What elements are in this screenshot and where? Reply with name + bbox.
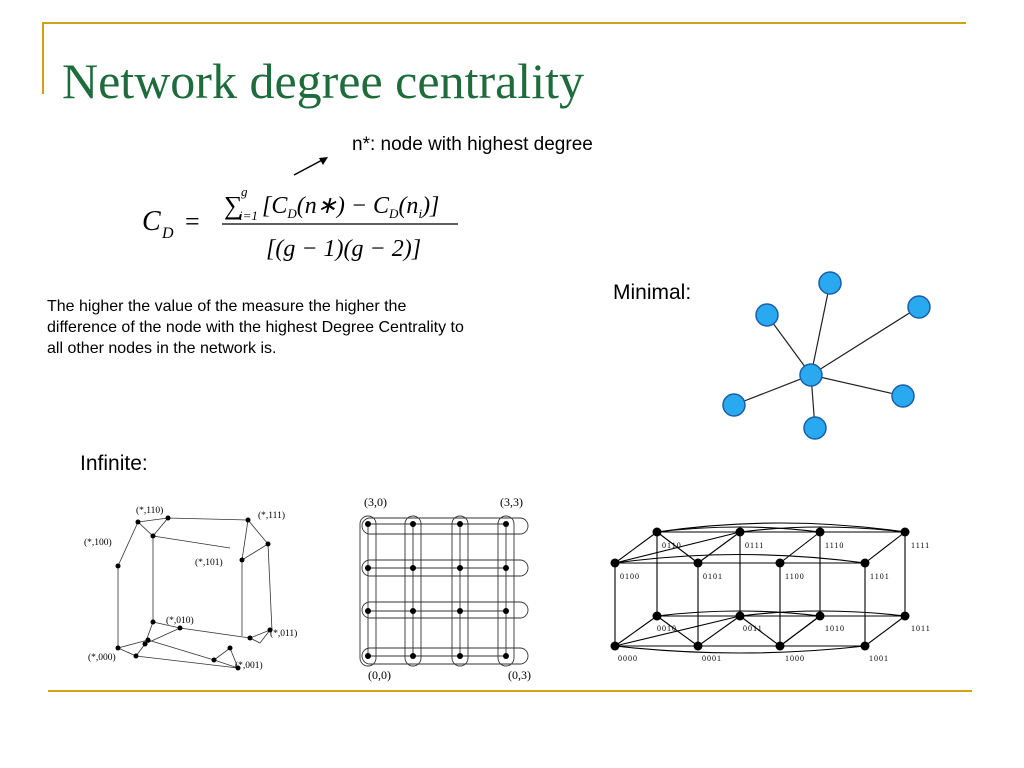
arrow-icon <box>293 157 328 176</box>
svg-text:=: = <box>185 207 200 236</box>
infinite-label: Infinite: <box>80 452 148 475</box>
star-node <box>722 393 746 417</box>
formula-numerator: ∑ <box>224 191 243 220</box>
hyper-label: 1000 <box>785 654 805 663</box>
degree-centrality-formula: C D = ∑ g i=1 [CD(n∗) − CD(ni)] [(g − 1)… <box>142 184 458 262</box>
slide-title: Network degree centrality <box>62 53 584 109</box>
hyper-label: 0000 <box>618 654 638 663</box>
star-network-diagram <box>722 271 931 440</box>
svg-text:[CD(n∗) − CD(ni)]: [CD(n∗) − CD(ni)] <box>262 193 439 221</box>
accent-vertical-rule <box>42 22 44 94</box>
hyper-label: 1101 <box>870 572 890 581</box>
annotation-text: n*: node with highest degree <box>352 134 593 155</box>
grid-label: (3,0) <box>364 495 387 509</box>
hyper-label: 1110 <box>825 541 844 550</box>
cube-label: (*,001) <box>235 660 263 671</box>
formula-sum-upper: g <box>241 184 248 199</box>
grid-label: (0,0) <box>368 668 391 682</box>
grid-label: (3,3) <box>500 495 523 509</box>
star-node <box>891 384 915 408</box>
cube-label: (*,110) <box>136 505 163 516</box>
cube-label: (*,010) <box>166 615 194 626</box>
hyper-label: 0111 <box>745 541 764 550</box>
hyper-label: 0011 <box>743 624 763 633</box>
minimal-label: Minimal: <box>613 281 692 304</box>
star-node <box>755 303 779 327</box>
hyper-label: 0100 <box>620 572 640 581</box>
hypercube-diagram: 0110 0111 1110 1111 0100 0101 1100 1101 … <box>610 522 931 663</box>
formula-sum-lower: i=1 <box>239 208 258 223</box>
star-node <box>818 271 842 295</box>
grid-label: (0,3) <box>508 668 531 682</box>
star-node <box>907 295 931 319</box>
formula-lhs-sub: D <box>161 225 174 242</box>
cube-label: (*,011) <box>270 628 297 639</box>
hyper-label: 1111 <box>911 541 930 550</box>
hyper-label: 0001 <box>702 654 722 663</box>
hyper-label: 1010 <box>825 624 845 633</box>
cube-cycles-diagram: (*,110) (*,111) (*,100) (*,101) (*,010) … <box>84 505 297 671</box>
cube-label: (*,000) <box>88 652 116 663</box>
star-hub-node <box>799 363 823 387</box>
accent-bottom-rule <box>48 690 972 692</box>
formula-lhs: C <box>142 206 161 237</box>
formula-denominator: [(g − 1)(g − 2)] <box>266 236 421 262</box>
cube-label: (*,101) <box>195 557 223 568</box>
hyper-label: 1001 <box>869 654 889 663</box>
description-text: The higher the value of the measure the … <box>47 298 464 357</box>
hyper-label: 0110 <box>662 541 682 550</box>
accent-top-rule <box>42 22 966 24</box>
hyper-label: 0101 <box>703 572 723 581</box>
torus-grid-diagram: (3,0) (3,3) (0,0) (0,3) <box>359 495 531 682</box>
cube-label: (*,111) <box>258 510 285 521</box>
hyper-label: 1100 <box>785 572 805 581</box>
hyper-label: 1011 <box>911 624 931 633</box>
hyper-label: 0010 <box>657 624 677 633</box>
star-node <box>803 416 827 440</box>
cube-label: (*,100) <box>84 537 112 548</box>
